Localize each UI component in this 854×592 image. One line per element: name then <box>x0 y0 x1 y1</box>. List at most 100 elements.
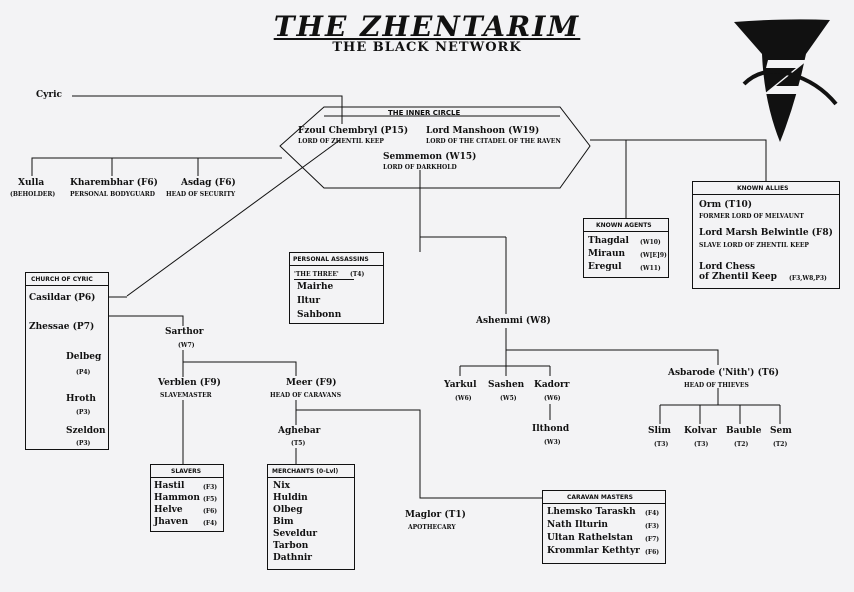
delbeg-class: (P4) <box>76 369 91 376</box>
known-allies-box: KNOWN ALLIES Orm (T10) FORMER LORD OF ME… <box>692 181 840 289</box>
sashen-name: Sashen <box>488 380 525 390</box>
caravan-master-name: Krommlar Kethtyr <box>547 546 640 556</box>
asbarode-name: Asbarode ('Nith') (T6) <box>668 368 780 378</box>
thief-name: Bauble <box>726 426 762 436</box>
chess-class: (F3,W8,P3) <box>789 275 827 282</box>
agent-class: (W11) <box>640 265 661 272</box>
merchant-name: Dathnir <box>273 553 313 563</box>
chess-place: of Zhentil Keep <box>699 272 777 282</box>
semmemon-name: Semmemon (W15) <box>383 152 477 162</box>
slavers-header: SLAVERS <box>171 468 202 475</box>
caravan-master-class: (F6) <box>645 549 660 556</box>
szeldon-class: (P3) <box>76 440 91 447</box>
thief-name: Slim <box>648 426 671 436</box>
szeldon-name: Szeldon <box>66 426 106 436</box>
fzoul-title: LORD OF ZHENTIL KEEP <box>298 138 384 145</box>
kharembhar-name: Kharembhar (F6) <box>70 178 158 188</box>
hroth-name: Hroth <box>66 394 96 404</box>
verblen-name: Verblen (F9) <box>158 378 221 388</box>
zhentarim-logo <box>734 19 838 143</box>
caravan-masters-header: CARAVAN MASTERS <box>567 494 633 501</box>
hroth-class: (P3) <box>76 409 91 416</box>
merchants-header: MERCHANTS (0-Lvl) <box>272 468 339 475</box>
thief-class: (T2) <box>773 441 788 448</box>
assassin-name: Sahbonn <box>297 310 342 320</box>
semmemon-title: LORD OF DARKHOLD <box>383 164 457 171</box>
ilthond-name: Ilthond <box>532 424 570 434</box>
casildar-name: Casildar (P6) <box>29 293 96 303</box>
meer-title: HEAD OF CARAVANS <box>270 392 342 399</box>
assassins-header: PERSONAL ASSASSINS <box>293 256 369 263</box>
cyric-label: Cyric <box>36 90 63 100</box>
thief-name: Kolvar <box>684 426 717 436</box>
delbeg-name: Delbeg <box>66 352 102 362</box>
kadorr-name: Kadorr <box>534 380 570 390</box>
assassin-name: Mairhe <box>297 282 334 292</box>
known-allies-header: KNOWN ALLIES <box>737 185 789 192</box>
assassins-box: PERSONAL ASSASSINS 'THE THREE' (T4) Mair… <box>289 252 384 324</box>
agent-name: Miraun <box>588 249 626 259</box>
orm-title: FORMER LORD OF MELVAUNT <box>699 213 804 220</box>
fzoul-name: Fzoul Chembryl (P15) <box>298 126 409 136</box>
page-subtitle: THE BLACK NETWORK <box>332 40 522 55</box>
caravan-master-name: Ultan Rathelstan <box>547 533 633 543</box>
agent-name: Eregul <box>588 262 622 272</box>
merchant-name: Olbeg <box>273 505 303 515</box>
xulla-name: Xulla <box>18 178 45 188</box>
thief-class: (T3) <box>654 441 669 448</box>
merchant-name: Nix <box>273 481 291 491</box>
sashen-class: (W5) <box>500 395 517 402</box>
verblen-title: SLAVEMASTER <box>160 392 212 399</box>
sarthor-class: (W7) <box>178 342 195 349</box>
maglor-name: Maglor (T1) <box>405 510 466 520</box>
manshoon-title: LORD OF THE CITADEL OF THE RAVEN <box>426 138 561 145</box>
zhessae-name: Zhessae (P7) <box>29 322 95 332</box>
known-agents-box: KNOWN AGENTS Thagdal (W10) Miraun (W[E]9… <box>583 218 669 278</box>
thief-class: (T2) <box>734 441 749 448</box>
orm-name: Orm (T10) <box>699 200 752 210</box>
marsh-name: Lord Marsh Belwintle (F8) <box>699 228 833 238</box>
merchant-name: Huldin <box>273 493 308 503</box>
thief-class: (T3) <box>694 441 709 448</box>
agent-class: (W[E]9) <box>640 252 667 259</box>
slaver-name: Hastil <box>154 481 185 491</box>
merchant-name: Seveldur <box>273 529 318 539</box>
caravan-master-class: (F3) <box>645 523 660 530</box>
inner-circle-header: THE INNER CIRCLE <box>388 109 461 117</box>
kharembhar-title: PERSONAL BODYGUARD <box>70 191 155 198</box>
ilthond-class: (W3) <box>544 439 561 446</box>
page-title: THE ZHENTARIM <box>273 10 581 43</box>
slaver-name: Hammon <box>154 493 200 503</box>
marsh-title: SLAVE LORD OF ZHENTIL KEEP <box>699 242 809 249</box>
slavers-box: SLAVERS Hastil (F3) Hammon (F5) Helve (F… <box>150 464 224 532</box>
asdag-name: Asdag (F6) <box>181 178 236 188</box>
meer-name: Meer (F9) <box>286 378 337 388</box>
slaver-class: (F4) <box>203 520 218 527</box>
ashemmi-name: Ashemmi (W8) <box>476 316 551 326</box>
slaver-class: (F3) <box>203 484 218 491</box>
church-box: CHURCH OF CYRIC Casildar (P6) Zhessae (P… <box>25 272 109 450</box>
caravan-master-class: (F7) <box>645 536 660 543</box>
asdag-title: HEAD OF SECURITY <box>166 191 236 198</box>
assassin-name: Iltur <box>297 296 321 306</box>
church-header: CHURCH OF CYRIC <box>31 276 93 283</box>
chess-name: Lord Chess <box>699 262 756 272</box>
slaver-name: Helve <box>154 505 183 515</box>
assassins-group: 'THE THREE' <box>294 271 339 278</box>
kadorr-class: (W6) <box>544 395 561 402</box>
yarkul-name: Yarkul <box>444 380 477 390</box>
slaver-name: Jhaven <box>154 517 189 527</box>
agent-name: Thagdal <box>588 236 629 246</box>
caravan-master-name: Nath Ilturin <box>547 520 608 530</box>
thief-name: Sem <box>770 426 792 436</box>
merchants-box: MERCHANTS (0-Lvl) Nix Huldin Olbeg Bim S… <box>267 464 355 570</box>
aghebar-class: (T5) <box>291 440 306 447</box>
manshoon-name: Lord Manshoon (W19) <box>426 126 540 136</box>
caravan-master-class: (F4) <box>645 510 660 517</box>
slaver-class: (F6) <box>203 508 218 515</box>
maglor-title: APOTHECARY <box>408 524 456 531</box>
caravan-master-name: Lhemsko Taraskh <box>547 507 636 517</box>
yarkul-class: (W6) <box>455 395 472 402</box>
